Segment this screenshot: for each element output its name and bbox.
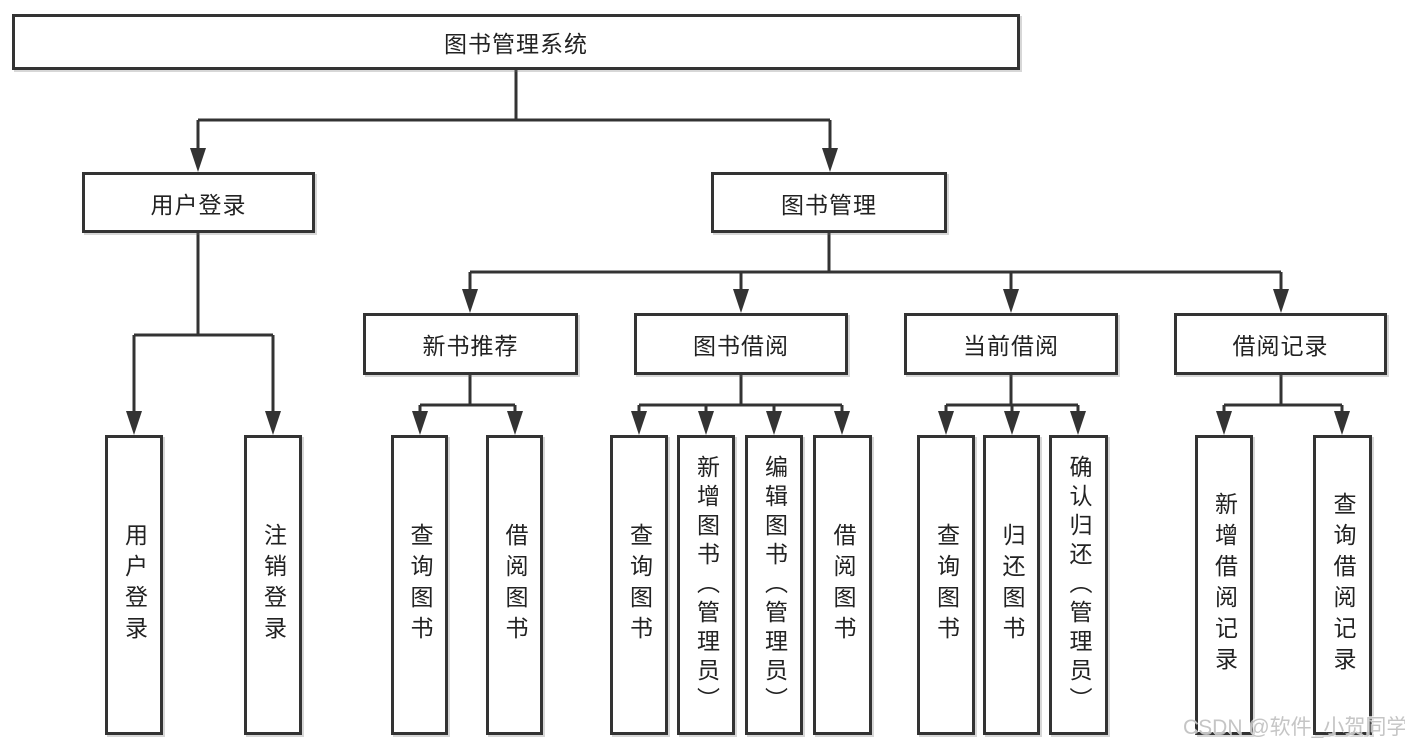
node-leaf-borrow-books-1: 借阅图书 bbox=[486, 435, 543, 735]
node-leaf-query-books-3: 查询图书 bbox=[917, 435, 975, 735]
node-label: 图书管理 bbox=[781, 191, 877, 218]
node-new-book-recommendation: 新书推荐 bbox=[363, 313, 578, 375]
node-label: 查询图书 bbox=[626, 523, 653, 647]
node-leaf-query-borrow-record: 查询借阅记录 bbox=[1313, 435, 1372, 735]
node-label: 查询图书 bbox=[407, 523, 433, 647]
node-label: 借阅图书 bbox=[502, 523, 528, 647]
node-book-borrowing: 图书借阅 bbox=[634, 313, 848, 375]
node-label: 用户登录 bbox=[121, 523, 148, 647]
node-label: 用户登录 bbox=[150, 191, 247, 218]
node-leaf-edit-books-admin: 编辑图书（管理员） bbox=[745, 435, 803, 735]
node-label: 确认归还（管理员） bbox=[1066, 454, 1092, 716]
node-library-management-system: 图书管理系统 bbox=[12, 14, 1020, 70]
node-label: 查询图书 bbox=[933, 523, 960, 647]
node-label: 当前借阅 bbox=[963, 333, 1059, 359]
node-label: 归还图书 bbox=[999, 523, 1025, 647]
node-label: 借阅记录 bbox=[1232, 333, 1329, 359]
node-label: 编辑图书（管理员） bbox=[761, 454, 788, 716]
connector-book-management bbox=[468, 233, 1283, 295]
node-label: 新增图书（管理员） bbox=[693, 454, 720, 716]
node-leaf-logout: 注销登录 bbox=[244, 435, 302, 735]
csdn-watermark: CSDN @软件_小贺同学 bbox=[1183, 716, 1405, 739]
node-label: 借阅图书 bbox=[830, 523, 856, 647]
node-user-login: 用户登录 bbox=[82, 172, 315, 233]
node-label: 图书借阅 bbox=[693, 333, 789, 359]
connector-current-borrow bbox=[944, 375, 1080, 417]
connector-borrow-records bbox=[1222, 375, 1344, 417]
node-book-management: 图书管理 bbox=[711, 172, 947, 233]
connector-new-book bbox=[418, 375, 517, 417]
node-leaf-add-books-admin: 新增图书（管理员） bbox=[677, 435, 735, 735]
connector-root bbox=[196, 70, 832, 152]
node-leaf-query-books-1: 查询图书 bbox=[391, 435, 448, 735]
node-leaf-query-books-2: 查询图书 bbox=[610, 435, 668, 735]
node-leaf-return-books: 归还图书 bbox=[983, 435, 1040, 735]
node-leaf-borrow-books-2: 借阅图书 bbox=[813, 435, 872, 735]
node-label: 图书管理系统 bbox=[444, 31, 588, 57]
node-leaf-add-borrow-record: 新增借阅记录 bbox=[1195, 435, 1253, 735]
node-borrowing-records: 借阅记录 bbox=[1174, 313, 1387, 375]
node-label: 新增借阅记录 bbox=[1211, 492, 1238, 678]
connector-book-borrow bbox=[637, 375, 844, 417]
connector-user-login bbox=[132, 233, 275, 415]
node-leaf-confirm-return-admin: 确认归还（管理员） bbox=[1049, 435, 1108, 735]
node-label: 查询借阅记录 bbox=[1330, 492, 1356, 678]
node-label: 注销登录 bbox=[260, 523, 287, 647]
node-label: 新书推荐 bbox=[422, 333, 519, 359]
node-leaf-user-login: 用户登录 bbox=[105, 435, 163, 735]
node-current-borrowing: 当前借阅 bbox=[904, 313, 1118, 375]
